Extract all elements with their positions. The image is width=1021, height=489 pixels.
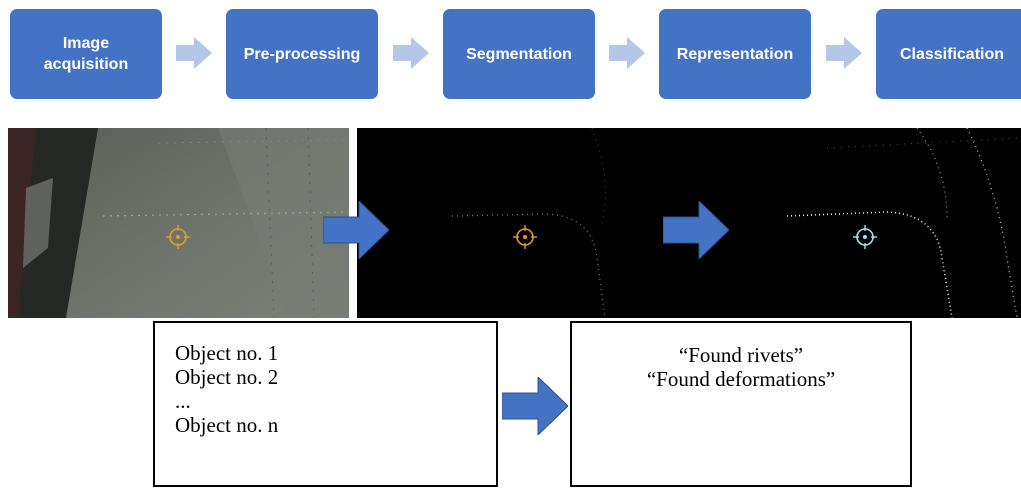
stage-pre-processing: Pre-processing bbox=[226, 9, 378, 99]
stage-label: Segmentation bbox=[466, 45, 572, 63]
arrow-right-icon bbox=[502, 377, 568, 435]
chevron-right-icon bbox=[393, 37, 429, 69]
stage-label: Image acquisition bbox=[43, 35, 129, 73]
stage-segmentation: Segmentation bbox=[443, 9, 595, 99]
stage-label: Pre-processing bbox=[243, 45, 361, 63]
object-item: Object no. n bbox=[175, 413, 279, 437]
result-line: “Found rivets” bbox=[678, 343, 804, 367]
arrow-right-icon bbox=[323, 201, 389, 259]
chevron-right-icon bbox=[609, 37, 645, 69]
object-item: Object no. 1 bbox=[175, 341, 279, 365]
stage-image-acquisition: Image acquisition bbox=[10, 9, 162, 99]
classification-result-box: “Found rivets” “Found deformations” bbox=[570, 321, 912, 487]
object-item: ... bbox=[175, 389, 191, 413]
stage-representation: Representation bbox=[659, 9, 811, 99]
chevron-right-icon bbox=[176, 37, 212, 69]
result-line: “Found deformations” bbox=[646, 367, 836, 391]
stage-classification: Classification bbox=[876, 9, 1021, 99]
objects-list-box: Object no. 1 Object no. 2 ... Object no.… bbox=[153, 321, 498, 487]
chevron-right-icon bbox=[826, 37, 862, 69]
original-surface-image bbox=[8, 128, 349, 318]
stage-label: Classification bbox=[899, 45, 1005, 63]
stage-label: Representation bbox=[676, 45, 794, 63]
arrow-right-icon bbox=[663, 201, 729, 259]
object-item: Object no. 2 bbox=[175, 365, 279, 389]
